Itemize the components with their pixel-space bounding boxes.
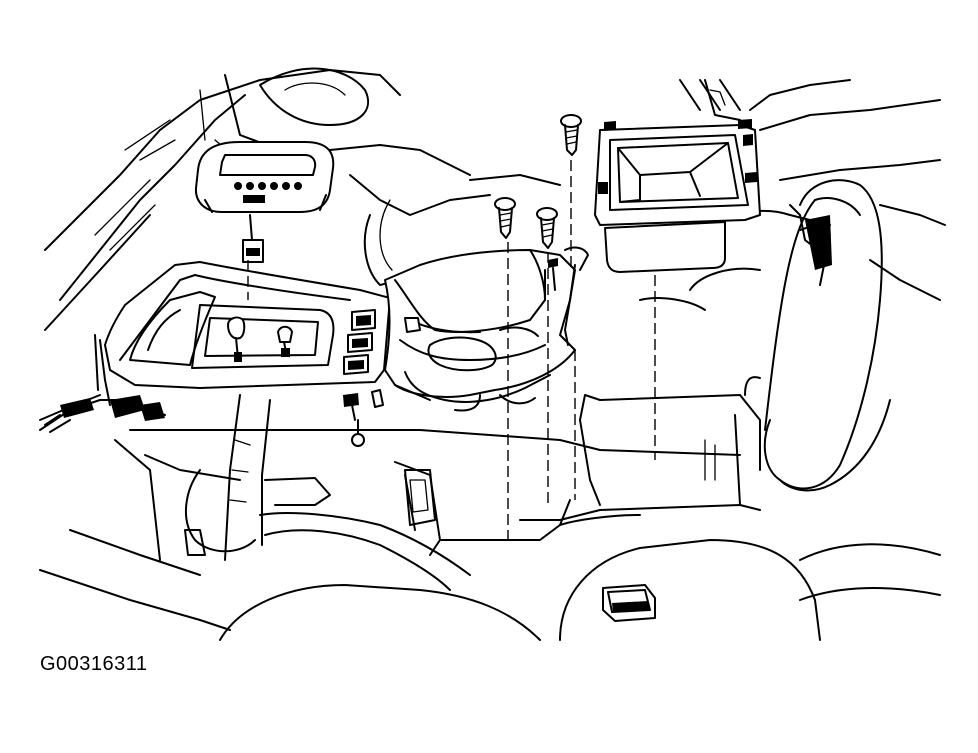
figure-id-label: G00316311 [40,653,148,675]
mounting-screws [343,114,582,447]
cup-holder-panel [384,246,589,412]
screw [536,207,558,249]
screw [560,114,582,156]
control-buttons [234,182,302,190]
nut [343,389,384,447]
vehicle-interior-background [39,67,946,641]
console-bezel [104,261,391,389]
alignment-lines [247,160,656,540]
climate-control-head [194,141,335,213]
storage-bin [594,119,761,273]
climate-connector [242,214,264,263]
screw [494,197,516,239]
